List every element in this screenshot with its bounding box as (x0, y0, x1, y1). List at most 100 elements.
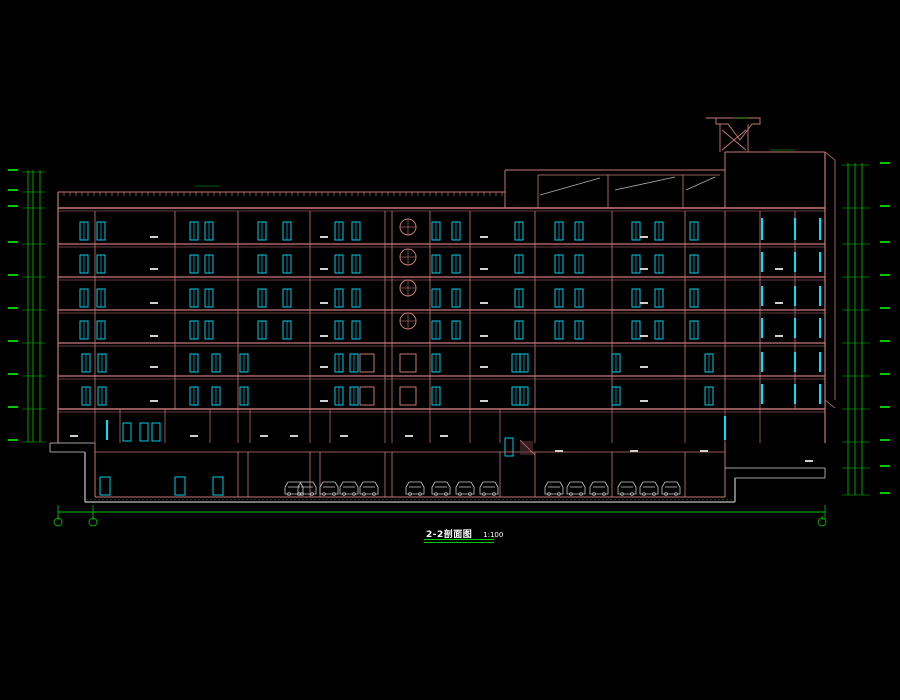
elevation-label (880, 307, 890, 309)
door (359, 353, 375, 373)
soil-dot (702, 499, 704, 500)
soil-dot (590, 499, 592, 500)
room-label (150, 268, 158, 270)
car-wheel (492, 492, 496, 496)
soil-dot (142, 499, 144, 500)
soil-dot (594, 499, 596, 500)
soil-dot (94, 499, 96, 500)
soil-dot (182, 499, 184, 500)
car-wheel (332, 492, 336, 496)
elevation-label (880, 465, 890, 467)
soil-dot (570, 499, 572, 500)
soil-dot (318, 499, 320, 500)
soil-dot (506, 499, 508, 500)
soil-dot (494, 499, 496, 500)
soil-dot (646, 499, 648, 500)
elevation-label (880, 406, 890, 408)
soil-dot (274, 499, 276, 500)
soil-dot (254, 499, 256, 500)
elevation-label (8, 373, 18, 375)
room-label (480, 335, 488, 337)
car-wheel (652, 492, 656, 496)
soil-dot (298, 499, 300, 500)
elevation-label (8, 205, 18, 207)
car-wheel (372, 492, 376, 496)
soil-dot (118, 499, 120, 500)
soil-dot (610, 499, 612, 500)
soil-dot (614, 499, 616, 500)
soil-dot (682, 499, 684, 500)
soil-dot (534, 499, 536, 500)
car-wheel (362, 492, 366, 496)
ramp (519, 439, 536, 456)
soil-dot (658, 499, 660, 500)
soil-dot (662, 499, 664, 500)
elevation-label (880, 162, 890, 164)
soil-dot (586, 499, 588, 500)
room-label (440, 435, 448, 437)
elevation-label (880, 439, 890, 441)
car-icon (617, 481, 637, 495)
soil-dot (106, 499, 108, 500)
drawing-title: 2-2剖面图 1:100 (426, 527, 503, 540)
soil-dot (306, 499, 308, 500)
soil-dot (230, 499, 232, 500)
car-icon (339, 481, 359, 495)
soil-dot (382, 499, 384, 500)
room-label (150, 400, 158, 402)
soil-dot (422, 499, 424, 500)
soil-dot (194, 499, 196, 500)
car-wheel (300, 492, 304, 496)
soil-dot (518, 499, 520, 500)
room-label (480, 236, 488, 238)
soil-dot (126, 499, 128, 500)
room-label (640, 268, 648, 270)
room-label (320, 366, 328, 368)
basement-layer (49, 439, 826, 503)
soil-dot (158, 499, 160, 500)
door (399, 386, 417, 406)
soil-dot (418, 499, 420, 500)
room-label (480, 400, 488, 402)
stair-door (399, 353, 417, 373)
soil-dot (262, 499, 264, 500)
door-glazing (504, 437, 514, 457)
annotation-layer (8, 162, 890, 494)
car-wheel (322, 492, 326, 496)
drawing-scale: 1:100 (483, 531, 504, 539)
room-label (640, 400, 648, 402)
soil-dot (598, 499, 600, 500)
room-label (150, 366, 158, 368)
room-label (480, 268, 488, 270)
car-wheel (620, 492, 624, 496)
soil-dot (266, 499, 268, 500)
soil-dot (110, 499, 112, 500)
soil-dot (550, 499, 552, 500)
soil-dot (202, 499, 204, 500)
soil-dot (250, 499, 252, 500)
soil-dot (730, 499, 732, 500)
car-icon (479, 481, 499, 495)
soil-dot (246, 499, 248, 500)
car-icon (319, 481, 339, 495)
elevation-label (8, 189, 18, 191)
soil-dot (454, 499, 456, 500)
car-icon (589, 481, 609, 495)
soil-dot (574, 499, 576, 500)
soil-dot (694, 499, 696, 500)
soil-dot (522, 499, 524, 500)
soil-dot (582, 499, 584, 500)
soil-dot (86, 499, 88, 500)
car-wheel (664, 492, 668, 496)
soil-dot (130, 499, 132, 500)
soil-dot (686, 499, 688, 500)
room-label (775, 302, 783, 304)
room-label (70, 435, 78, 437)
soil-dot (642, 499, 644, 500)
soil-dot (162, 499, 164, 500)
axis-bubble (53, 517, 63, 527)
soil-dot (166, 499, 168, 500)
elevation-label (8, 241, 18, 243)
elevation-label (8, 307, 18, 309)
soil-dot (214, 499, 216, 500)
